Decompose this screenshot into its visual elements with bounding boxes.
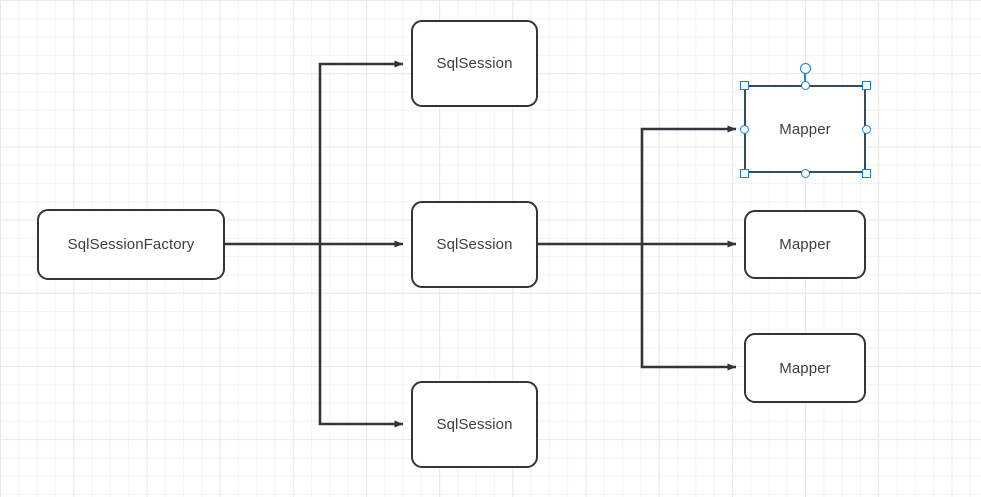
edge-trunk-to-sqlsession-bottom[interactable] [318,244,404,428]
edge-trunk-to-mapper-bottom[interactable] [640,244,737,371]
handle-rotate[interactable] [799,62,811,74]
node-sqlsession-bottom[interactable]: SqlSession [411,381,538,468]
node-sqlsession-middle[interactable]: SqlSession [411,201,538,288]
node-mapper-top[interactable]: Mapper [744,85,866,173]
handle-bottom-left[interactable] [739,168,749,178]
handle-left-center[interactable] [739,124,749,134]
node-label: Mapper [779,236,831,253]
edge-trunk-to-mapper-top[interactable] [640,125,737,244]
handle-bottom-right[interactable] [861,168,871,178]
node-sqlsession-top[interactable]: SqlSession [411,20,538,107]
handle-top-center[interactable] [800,80,810,90]
edge-trunk-to-sqlsession-top[interactable] [318,60,404,244]
handle-top-right[interactable] [861,80,871,90]
node-sqlsessionfactory[interactable]: SqlSessionFactory [37,209,225,280]
node-label: SqlSessionFactory [67,236,195,253]
rotate-handle-stem [804,68,806,85]
handle-right-center[interactable] [861,124,871,134]
handle-bottom-center[interactable] [800,168,810,178]
node-mapper-middle[interactable]: Mapper [744,210,866,279]
node-label: SqlSession [436,236,513,253]
node-mapper-bottom[interactable]: Mapper [744,333,866,403]
handle-top-left[interactable] [739,80,749,90]
node-label: Mapper [779,359,831,377]
node-label: SqlSession [436,416,513,433]
node-label: SqlSession [436,55,513,72]
node-label: Mapper [779,120,831,138]
